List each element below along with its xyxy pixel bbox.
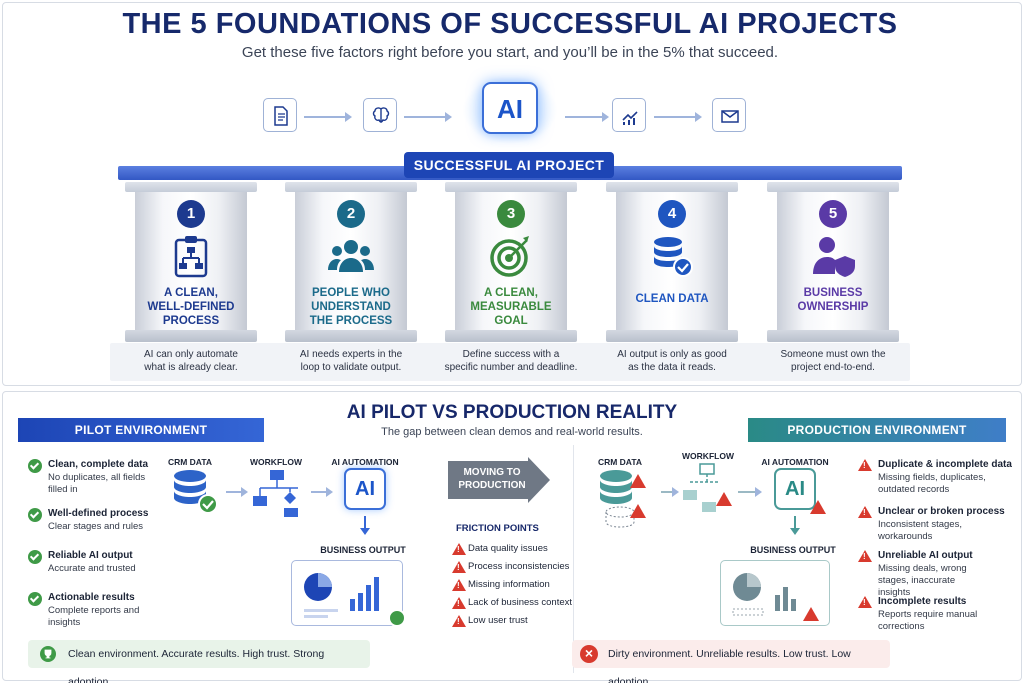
workflow-warning-icon: [683, 463, 732, 512]
page-title: THE 5 FOUNDATIONS OF SUCCESSFUL AI PROJE…: [122, 8, 898, 40]
production-heading: PRODUCTION ENVIRONMENT: [748, 418, 1006, 442]
ai-automation-label: AI AUTOMATION: [331, 457, 399, 467]
database-check-icon: [174, 470, 218, 514]
dashboard-chart-icon: [304, 573, 379, 618]
flow-arrow: [311, 487, 333, 497]
comparison-subtitle: The gap between clean demos and real-wor…: [381, 426, 643, 438]
warning-icon: [858, 596, 872, 608]
production-footer: × Dirty environment. Unreliable results.…: [572, 640, 890, 683]
friction-heading: FRICTION POINTS: [456, 523, 539, 534]
pillar-number: 3: [497, 200, 525, 228]
crm-data-label: CRM DATA: [167, 457, 213, 467]
warning-icon: [858, 459, 872, 471]
moving-arrow-icon: [448, 457, 550, 503]
flow-arrow: [661, 487, 679, 497]
warning-icon: [858, 506, 872, 518]
x-circle-icon: ×: [580, 645, 598, 663]
document-icon: [263, 98, 297, 132]
target-icon: [490, 236, 529, 277]
comparison-title: AI PILOT VS PRODUCTION REALITY: [346, 402, 678, 423]
ai-automation-icon: AI: [344, 468, 386, 510]
workflow-label: WORKFLOW: [682, 451, 734, 461]
dashboard-card: [291, 560, 406, 627]
warning-icon: [858, 550, 872, 562]
pillar-number: 1: [177, 200, 205, 228]
pillar-number: 4: [658, 200, 686, 228]
pilot-heading: PILOT ENVIRONMENT: [18, 418, 264, 442]
pillar-4: 4 CLEAN DATA: [606, 182, 738, 342]
workflow-label: WORKFLOW: [250, 457, 302, 467]
flow-arrow: [654, 112, 702, 122]
flow-arrow: [738, 487, 762, 497]
flow-arrow: [226, 487, 248, 497]
warning-icon: [452, 615, 466, 627]
down-arrow-icon: [360, 516, 370, 535]
ai-automation-icon: AI: [774, 468, 816, 510]
team-icon: [328, 240, 374, 272]
dashboard-chart-icon: [732, 573, 819, 621]
user-shield-icon: [813, 237, 855, 277]
pillar-label: CLEAN DATA: [635, 293, 709, 305]
warning-icon: [452, 561, 466, 573]
warning-icon: [810, 500, 826, 514]
warning-icon: [452, 597, 466, 609]
page-subtitle: Get these five factors right before you …: [241, 44, 779, 61]
pilot-footer: Clean environment. Accurate results. Hig…: [28, 640, 370, 683]
clipboard-flowchart-icon: [174, 236, 208, 278]
check-icon: [28, 508, 42, 522]
down-arrow-icon: [790, 516, 800, 535]
check-icon: [28, 550, 42, 564]
pillar-number: 5: [819, 200, 847, 228]
roof-label: SUCCESSFUL AI PROJECT: [404, 152, 614, 178]
database-warning-icon: [600, 470, 646, 528]
brain-icon: [363, 98, 397, 132]
warning-icon: [452, 543, 466, 555]
pillar-floor: [110, 343, 910, 381]
warning-icon: [452, 579, 466, 591]
pillar-number: 2: [337, 200, 365, 228]
divider: [573, 445, 574, 673]
ai-automation-label: AI AUTOMATION: [761, 457, 829, 467]
flow-arrow: [304, 112, 352, 122]
trophy-icon: [40, 646, 56, 662]
workflow-icon: [253, 470, 298, 517]
check-icon: [28, 592, 42, 606]
flow-arrow: [565, 112, 609, 122]
dashboard-card: [720, 560, 830, 626]
flow-arrow: [404, 112, 452, 122]
ai-badge-icon: AI: [482, 82, 538, 134]
trend-chart-icon: [612, 98, 646, 132]
database-check-icon: [654, 237, 693, 277]
check-icon: [28, 459, 42, 473]
business-output-label: BUSINESS OUTPUT: [750, 545, 836, 555]
check-icon: [388, 609, 406, 627]
business-output-label: BUSINESS OUTPUT: [320, 545, 406, 555]
crm-data-label: CRM DATA: [597, 457, 643, 467]
envelope-icon: [712, 98, 746, 132]
